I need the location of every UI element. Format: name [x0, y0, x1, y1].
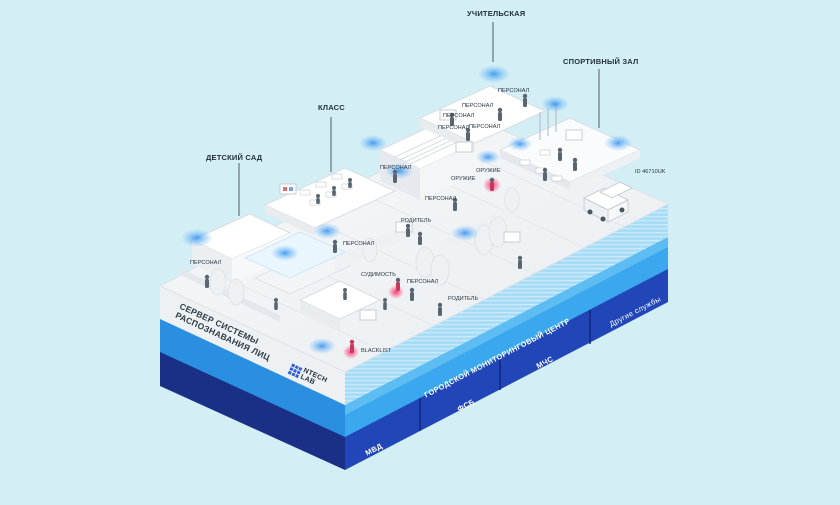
tag-staff: ПЕРСОНАЛ	[190, 260, 222, 266]
zone-label-teachers-room: УЧИТЕЛЬСКАЯ	[467, 9, 526, 18]
tag-staff: ПЕРСОНАЛ	[343, 241, 375, 247]
people	[204, 93, 578, 353]
services-layer	[160, 267, 668, 470]
tag-staff: ПЕРСОНАЛ	[425, 196, 457, 202]
tag-staff: ПЕРСОНАЛ	[380, 165, 412, 171]
tag-parent: РОДИТЕЛЬ	[401, 218, 432, 224]
tag-parent: РОДИТЕЛЬ	[448, 296, 479, 302]
monitoring-layer	[160, 236, 668, 437]
trees	[209, 187, 520, 306]
vehicle-id-tag: ID 46710UK	[635, 169, 666, 175]
buildings	[180, 85, 642, 330]
tag-staff: ПЕРСОНАЛ	[498, 88, 530, 94]
tag-staff: ПЕРСОНАЛ	[407, 279, 439, 285]
desks	[299, 149, 563, 206]
van	[582, 181, 634, 223]
platform-top	[158, 119, 670, 373]
tag-criminal-record: СУДИМОСТЬ	[361, 272, 396, 278]
zone-label-classroom: КЛАСС	[318, 103, 345, 112]
leader-lines	[238, 22, 600, 216]
camera-glows	[181, 65, 632, 354]
tag-blacklist: BLACKLIST	[361, 348, 392, 354]
tag-weapon: ОРУЖИЕ	[451, 176, 476, 182]
zone-label-gym: СПОРТИВНЫЙ ЗАЛ	[563, 57, 639, 66]
tag-staff: ПЕРСОНАЛ	[462, 103, 494, 109]
screens	[279, 109, 583, 321]
tag-staff: ПЕРСОНАЛ	[469, 124, 501, 130]
tag-staff: ПЕРСОНАЛ	[438, 125, 470, 131]
tag-weapon: ОРУЖИЕ	[476, 168, 501, 174]
tag-staff: ПЕРСОНАЛ	[443, 113, 475, 119]
zone-label-kindergarten: ДЕТСКИЙ САД	[206, 153, 263, 162]
